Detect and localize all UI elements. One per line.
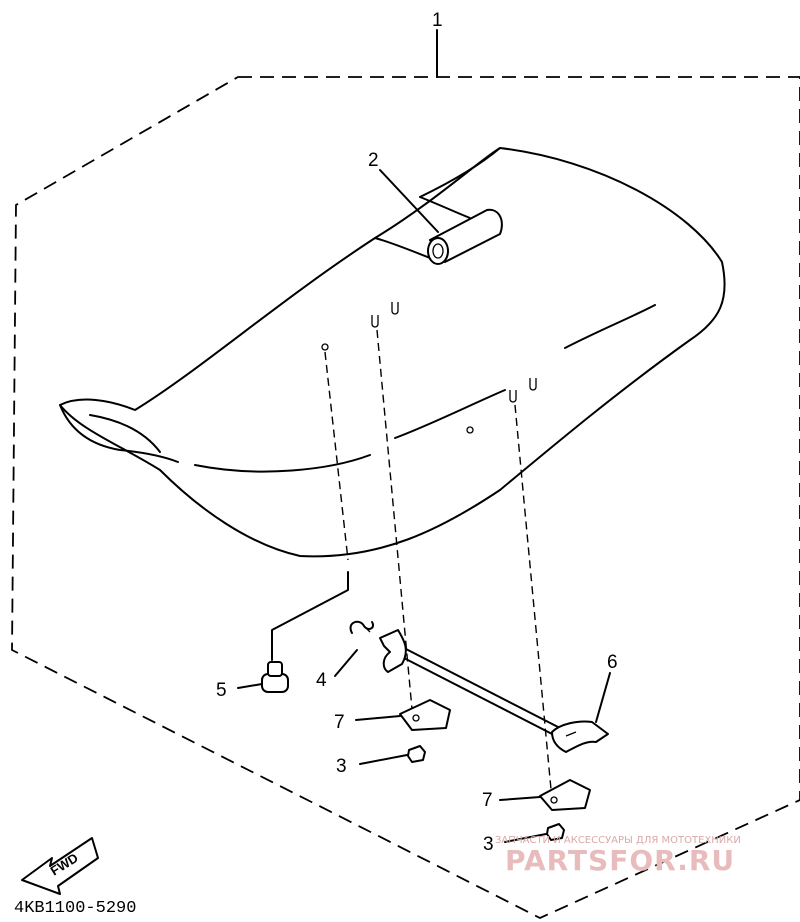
watermark-logo: PARTSFOR.RU xyxy=(505,844,735,877)
callout-3b: 3 xyxy=(483,834,494,855)
callout-5: 5 xyxy=(216,680,227,701)
align-line-5 xyxy=(324,351,349,561)
mounting-studs xyxy=(321,302,537,434)
leader-6 xyxy=(595,672,611,723)
part-7-bracket-lower xyxy=(539,779,591,811)
leader-7b xyxy=(499,796,541,801)
callout-7a: 7 xyxy=(334,712,345,733)
align-line-7a xyxy=(376,329,414,721)
callout-7b: 7 xyxy=(482,790,493,811)
leader-3a xyxy=(359,754,408,765)
fwd-arrow-icon: FWD xyxy=(21,837,99,895)
callout-6: 6 xyxy=(607,652,618,673)
leader-2 xyxy=(379,169,439,233)
leader-4 xyxy=(334,649,358,677)
part-6-lock-rod xyxy=(379,629,609,753)
part-7-bracket-upper xyxy=(399,699,451,731)
callout-2: 2 xyxy=(368,150,379,171)
assembly-boundary xyxy=(11,76,800,919)
leader-5-group xyxy=(271,571,349,661)
leader-3b xyxy=(504,833,547,843)
leader-5 xyxy=(237,683,263,689)
watermark: ЗАПЧАСТИ И АКСЕССУАРЫ ДЛЯ МОТОТЕХНИКИ PA… xyxy=(495,835,741,877)
part-5-damper xyxy=(261,661,289,693)
watermark-tagline: ЗАПЧАСТИ И АКСЕССУАРЫ ДЛЯ МОТОТЕХНИКИ xyxy=(495,835,741,846)
part-3-nut-upper xyxy=(407,745,426,763)
part-2-bushing xyxy=(427,208,503,265)
diagram-part-number: 4KB1100-5290 xyxy=(14,899,136,918)
align-line-7b xyxy=(514,404,553,801)
callout-3a: 3 xyxy=(336,756,347,777)
seat xyxy=(59,147,726,558)
leader-7a xyxy=(355,715,401,721)
part-4-clip xyxy=(349,620,374,634)
callout-1: 1 xyxy=(432,10,443,31)
callout-4: 4 xyxy=(316,670,327,691)
